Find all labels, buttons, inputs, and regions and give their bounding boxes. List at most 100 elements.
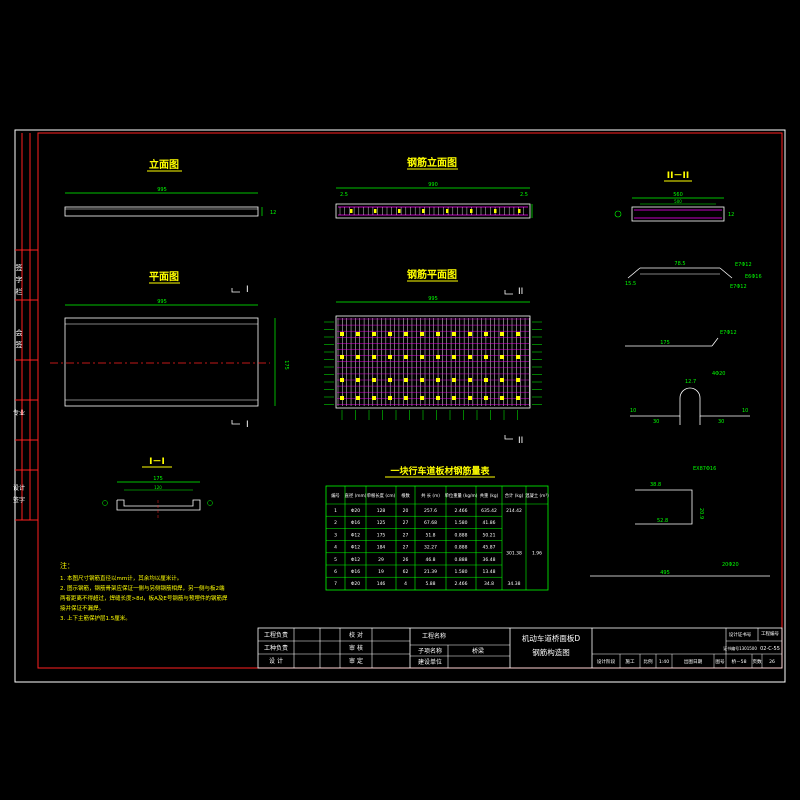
rebar-plan-title: 钢筋平面图 bbox=[407, 268, 457, 281]
rebar-plan-slab bbox=[335, 315, 531, 409]
rebar-plan-tie-mark bbox=[500, 396, 504, 400]
table-cell: 146 bbox=[377, 581, 386, 587]
tb-build-label: 建设单位 bbox=[418, 658, 442, 666]
tb-r1c3: 校 对 bbox=[349, 631, 363, 639]
rebar-plan-tie-mark bbox=[372, 332, 376, 336]
tb-drawing-title-1: 机动车道桥面板D bbox=[522, 633, 580, 643]
sidebar-label-7: 签字 bbox=[13, 496, 25, 504]
bar3-mid-left-dim: 30 bbox=[653, 419, 659, 425]
section-2-view: II－II 560 500 12 bbox=[614, 171, 734, 222]
tb-reg-no: 证书编号1301500 bbox=[723, 645, 757, 651]
rebar-elev-end-right: 2.5 bbox=[520, 192, 528, 198]
signature-strip: 签 字 栏 会 签 专业 设计 签字 bbox=[13, 133, 38, 521]
plan-section-mark-bottom: I bbox=[246, 420, 249, 430]
elevation-length-dim: 995 bbox=[157, 187, 167, 193]
bar2-label: E7Φ12 bbox=[720, 330, 737, 336]
rebar-plan-tie-mark bbox=[404, 396, 408, 400]
table-cell: 34.8 bbox=[484, 581, 494, 587]
tb-r2c1: 工种负责 bbox=[264, 644, 288, 652]
table-cell: 184 bbox=[377, 545, 386, 551]
plan-slab bbox=[64, 317, 259, 407]
rebar-plan-tie-mark bbox=[420, 355, 424, 359]
rebar-plan-tie-mark bbox=[356, 332, 360, 336]
rebar-plan-tie-mark bbox=[340, 378, 344, 382]
bar3-top-dim: 12.7 bbox=[685, 379, 696, 385]
bar1-label-c: E7Φ12 bbox=[730, 284, 747, 290]
tb-drawing-title-2: 钢筋构造图 bbox=[532, 647, 570, 657]
rebar-plan-tie-mark bbox=[340, 355, 344, 359]
bar-details: 78.5 E7Φ12 E6Φ16 E7Φ12 15.5 E7Φ12 175 4Φ… bbox=[590, 261, 770, 577]
rebar-elev-slab bbox=[335, 203, 531, 219]
bar1-label-b: E6Φ16 bbox=[745, 274, 762, 280]
tb-bottom-cell: 施工 bbox=[625, 658, 635, 665]
bar3-mid-right-dim: 30 bbox=[718, 419, 724, 425]
section-2-inner-dim: 500 bbox=[674, 199, 682, 204]
table-cell: 0.888 bbox=[455, 545, 468, 551]
tb-bottom-cell: 出图日期 bbox=[684, 658, 703, 665]
rebar-plan-tie-mark bbox=[500, 332, 504, 336]
table-cell: 4 bbox=[334, 545, 337, 551]
section-1-shape bbox=[116, 499, 201, 511]
rebar-weld-mark bbox=[350, 209, 353, 213]
table-cell: Φ12 bbox=[351, 532, 360, 538]
table-header-cell: 合计 (kg) bbox=[505, 492, 524, 499]
elevation-height-dim: 12 bbox=[270, 210, 276, 216]
rebar-weld-mark bbox=[422, 209, 425, 213]
table-cell: 7 bbox=[334, 581, 337, 587]
rebar-plan-tie-mark bbox=[516, 355, 520, 359]
sidebar-label-4: 签 bbox=[16, 340, 23, 349]
rebar-plan-tie-mark bbox=[484, 378, 488, 382]
tb-r1c1: 工程负责 bbox=[264, 631, 288, 639]
bar5-label: 20Φ20 bbox=[722, 562, 739, 568]
rebar-plan-tie-mark bbox=[404, 378, 408, 382]
rebar-plan-tie-mark bbox=[372, 396, 376, 400]
table-header-cell: 单根长度 (cm) bbox=[367, 492, 396, 499]
rebar-plan-tie-mark bbox=[436, 355, 440, 359]
note-line-2: 两者距离不得超过，焊缝长度>8d，板A及E号钢筋与预埋件的钢筋焊 bbox=[60, 594, 228, 602]
table-header-cell: 单位重量 (kg/m) bbox=[445, 492, 478, 499]
rebar-plan-tie-mark bbox=[404, 355, 408, 359]
table-merged-total: 301.38 bbox=[506, 551, 522, 557]
rebar-elevation-view: 钢筋立面图 990 2.5 2.5 bbox=[335, 156, 533, 219]
tb-proj-label: 工程名称 bbox=[422, 632, 446, 640]
table-cell: 3 bbox=[334, 532, 337, 538]
rebar-plan-tie-mark bbox=[356, 396, 360, 400]
table-cell: Φ20 bbox=[351, 508, 360, 514]
plan-length-dim: 995 bbox=[157, 299, 167, 305]
elevation-view: 立面图 995 12 bbox=[64, 158, 276, 217]
table-cell: 6 bbox=[334, 569, 337, 575]
bar3-hairpin bbox=[630, 387, 750, 417]
bar1-label-a: E7Φ12 bbox=[735, 262, 752, 268]
rebar-plan-tie-mark bbox=[516, 332, 520, 336]
rebar-plan-tie-mark bbox=[484, 332, 488, 336]
table-cell: 0.888 bbox=[455, 532, 468, 538]
table-header-cell: 编号 bbox=[331, 492, 340, 499]
table-cell: 1 bbox=[334, 508, 337, 514]
rebar-plan-tie-mark bbox=[420, 378, 424, 382]
section-2-width-dim: 560 bbox=[673, 192, 683, 198]
elevation-title: 立面图 bbox=[149, 158, 179, 171]
note-line-0: 1. 本图尺寸钢筋直径以mm计，其余均以厘米计。 bbox=[60, 574, 182, 582]
title-block: 工程负责 校 对 工种负责 审 核 设 计 审 定 工程名称 子项名称 桥梁 建… bbox=[257, 627, 783, 669]
rebar-plan-tie-mark bbox=[372, 355, 376, 359]
bar4-shape bbox=[635, 489, 693, 525]
rebar-plan-tie-mark bbox=[452, 355, 456, 359]
table-cell: Φ16 bbox=[351, 569, 360, 575]
tb-bottom-cell: 比例 bbox=[643, 658, 653, 665]
rebar-weld-mark bbox=[470, 209, 473, 213]
tb-bottom-cell: 26 bbox=[769, 659, 775, 665]
table-header-cell: 共 长 (m) bbox=[421, 492, 440, 499]
sidebar-label-5: 专业 bbox=[13, 409, 25, 417]
table-cell: 27 bbox=[403, 545, 409, 551]
tb-bottom-cell: 设计阶段 bbox=[597, 658, 616, 665]
bar4-height-dim: 20.9 bbox=[698, 508, 704, 519]
rebar-plan-tie-mark bbox=[500, 355, 504, 359]
rebar-plan-tie-mark bbox=[420, 332, 424, 336]
table-cell: 0.888 bbox=[455, 557, 468, 563]
rebar-plan-tie-mark bbox=[468, 355, 472, 359]
bar4-bottom-dim: 52.8 bbox=[657, 518, 668, 524]
rebar-weld-mark bbox=[518, 209, 521, 213]
note-line-4: 3. 上下主筋保护层1.5厘米。 bbox=[60, 614, 131, 622]
rebar-plan-tie-mark bbox=[420, 396, 424, 400]
